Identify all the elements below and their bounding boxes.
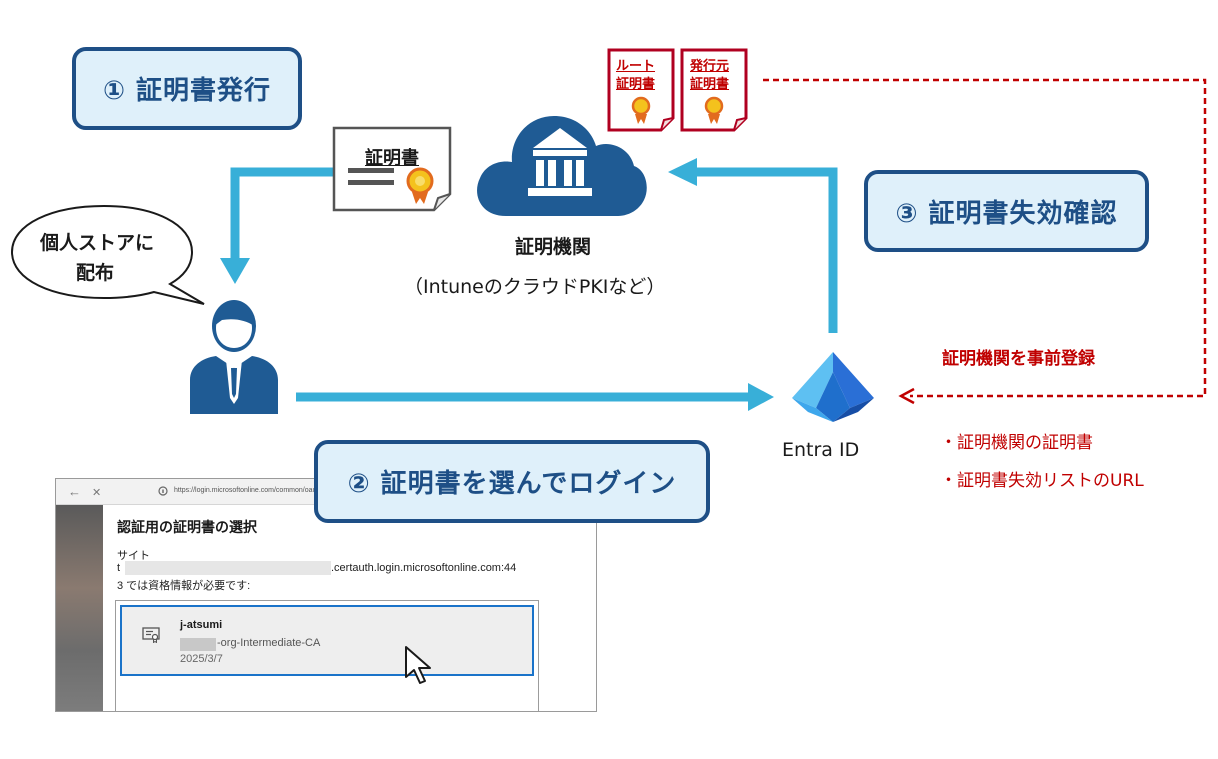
- seal-icon: [704, 96, 724, 124]
- seal-icon: [406, 167, 434, 204]
- lock-icon: [158, 486, 168, 496]
- arrow-entra-to-ca: [668, 158, 838, 333]
- step-3-label: ③ 証明書失効確認: [895, 198, 1118, 229]
- address-bar-url[interactable]: https://login.microsoftonline.com/common…: [174, 487, 338, 494]
- back-icon[interactable]: ←: [68, 484, 81, 499]
- government-building-icon: [528, 128, 592, 196]
- step-2-label: ② 証明書を選んでログイン: [347, 469, 677, 499]
- user-icon: [190, 300, 278, 414]
- entra-label: Entra ID: [782, 439, 860, 461]
- entra-id-icon: [792, 352, 874, 422]
- root-cert-line2: 証明書: [616, 77, 656, 92]
- site-label: サイト: [117, 550, 150, 562]
- step-1-label: ① 証明書発行: [102, 76, 272, 106]
- arrow-ca-to-user: [220, 167, 335, 284]
- step-2-box: ② 証明書を選んでログイン: [314, 440, 710, 523]
- root-cert-document: [607, 48, 675, 132]
- close-icon[interactable]: ✕: [92, 487, 102, 499]
- site-domain: .certauth.login.microsoftonline.com:44: [331, 562, 517, 574]
- step-3-box: ③ 証明書失効確認: [864, 170, 1149, 252]
- issuer-cert-line1: 発行元: [690, 59, 730, 74]
- site-suffix: 3 では資格情報が必要です:: [117, 580, 251, 592]
- arrow-user-to-entra: [296, 383, 774, 411]
- ca-sublabel: （IntuneのクラウドPKIなど）: [404, 276, 666, 298]
- certificate-date: 2025/3/7: [180, 653, 223, 665]
- certificate-list: j-atsumi -org-Intermediate-CA 2025/3/7: [115, 600, 539, 711]
- root-cert-line1: ルート: [616, 59, 656, 74]
- certificate-list-item[interactable]: j-atsumi -org-Intermediate-CA 2025/3/7: [120, 605, 534, 684]
- cert-select-dialog: 認証用の証明書の選択 サイト t .certauth.login.microso…: [103, 505, 596, 711]
- site-redaction: [125, 561, 331, 575]
- dashed-register-line: [763, 78, 1207, 405]
- issuer-redaction: [180, 638, 216, 651]
- ca-cloud-icon: [477, 116, 647, 216]
- dialog-title: 認証用の証明書の選択: [117, 519, 257, 535]
- background-window-right: [596, 505, 597, 712]
- certificate-title: 証明書: [365, 148, 419, 169]
- register-item-1: ・証明機関の証明書: [940, 433, 1093, 453]
- register-title: 証明機関を事前登録: [942, 349, 1095, 369]
- certificate-name: j-atsumi: [180, 619, 223, 631]
- certificate-icon: [142, 627, 160, 643]
- issuer-cert-document: [680, 48, 748, 132]
- site-prefix: t: [117, 562, 121, 574]
- ca-label: 証明機関: [515, 236, 592, 258]
- certificate-issuer: -org-Intermediate-CA: [217, 637, 321, 649]
- mouse-cursor-icon: [405, 646, 431, 684]
- seal-icon: [631, 96, 651, 124]
- certificate-document: [332, 126, 452, 212]
- issuer-cert-line2: 証明書: [690, 77, 730, 92]
- speech-line1: 個人ストアに: [40, 232, 155, 254]
- register-item-2: ・証明書失効リストのURL: [940, 471, 1144, 491]
- speech-bubble: [10, 204, 205, 305]
- background-window-left: [56, 505, 103, 711]
- step-1-box: ① 証明書発行: [72, 47, 302, 130]
- speech-line2: 配布: [76, 262, 115, 284]
